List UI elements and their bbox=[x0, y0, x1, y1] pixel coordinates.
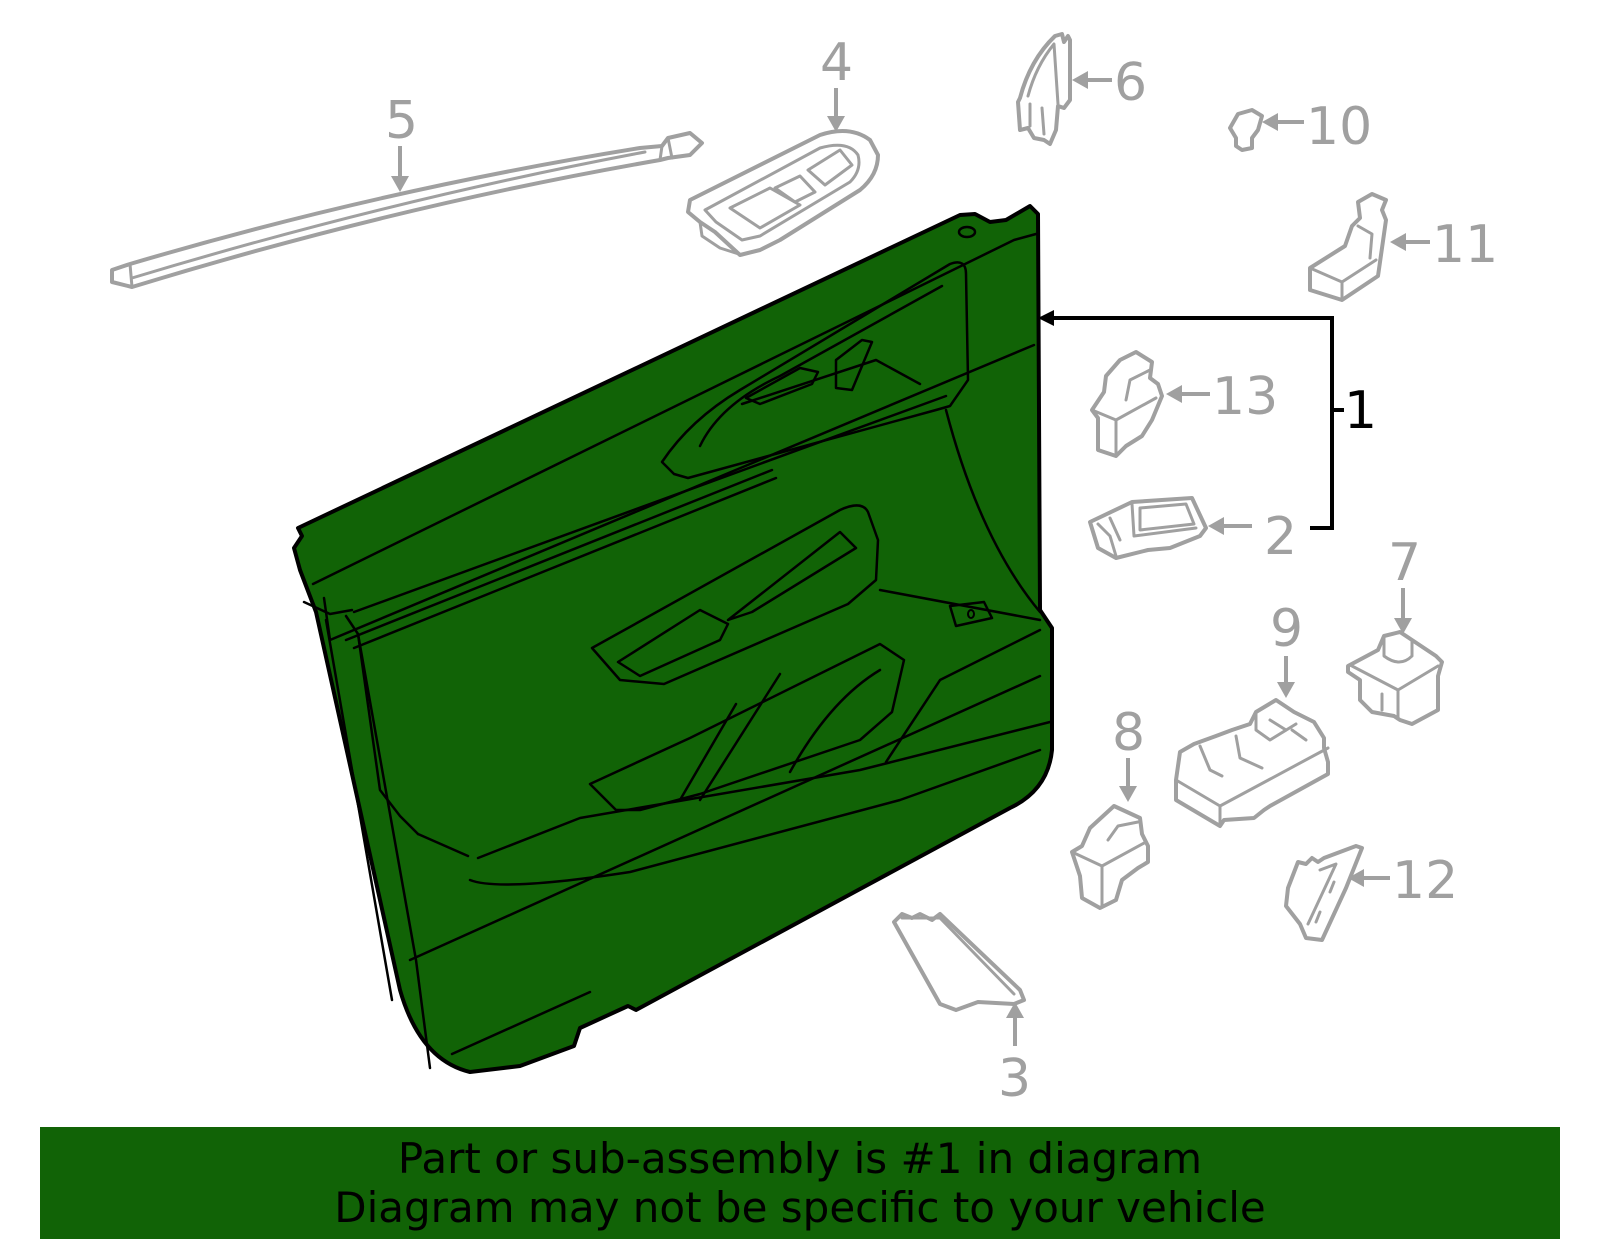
part-5-weatherstrip[interactable] bbox=[110, 131, 704, 289]
notice-banner: Part or sub-assembly is #1 in diagram Di… bbox=[40, 1127, 1560, 1239]
callout-label-12: 12 bbox=[1392, 851, 1458, 911]
callout-13: 13 bbox=[1166, 367, 1278, 427]
banner-line-2: Diagram may not be specific to your vehi… bbox=[334, 1183, 1266, 1232]
callout-11: 11 bbox=[1390, 215, 1498, 275]
part-10-retainer-clip[interactable] bbox=[1228, 108, 1264, 152]
callout-8: 8 bbox=[1112, 703, 1145, 802]
part-9-master-window-switch[interactable] bbox=[1174, 698, 1330, 828]
part-12-reflector-bracket[interactable] bbox=[1284, 844, 1364, 942]
callout-1-bracket: 1 bbox=[1038, 310, 1377, 530]
callout-label-5: 5 bbox=[385, 91, 418, 151]
callout-2: 2 bbox=[1208, 507, 1297, 567]
callout-4: 4 bbox=[820, 33, 853, 132]
part-6-mirror-sail-cover[interactable] bbox=[1016, 32, 1072, 146]
callout-10: 10 bbox=[1262, 97, 1372, 157]
part-1-door-trim-panel[interactable] bbox=[292, 204, 1054, 1074]
callout-12: 12 bbox=[1348, 851, 1458, 911]
part-2-switch-bezel[interactable] bbox=[1088, 496, 1208, 560]
part-3-lower-trim-cover[interactable] bbox=[892, 912, 1026, 1012]
part-11-bracket[interactable] bbox=[1308, 192, 1388, 302]
callout-9: 9 bbox=[1270, 599, 1303, 698]
callout-label-11: 11 bbox=[1432, 215, 1498, 275]
callout-label-9: 9 bbox=[1270, 599, 1303, 659]
part-4-window-switch-bezel[interactable] bbox=[686, 129, 880, 257]
part-13-window-switch[interactable] bbox=[1090, 350, 1164, 458]
callout-label-10: 10 bbox=[1306, 97, 1372, 157]
callout-3: 3 bbox=[998, 1002, 1031, 1109]
part-8-lock-switch[interactable] bbox=[1070, 804, 1150, 910]
callout-label-4: 4 bbox=[820, 33, 853, 93]
callout-label-1: 1 bbox=[1344, 381, 1377, 441]
banner-line-1: Part or sub-assembly is #1 in diagram bbox=[397, 1134, 1203, 1183]
callout-5: 5 bbox=[385, 91, 418, 192]
callout-label-2: 2 bbox=[1264, 507, 1297, 567]
part-7-mirror-switch[interactable] bbox=[1346, 630, 1444, 726]
callout-label-13: 13 bbox=[1212, 367, 1278, 427]
callout-label-7: 7 bbox=[1388, 533, 1421, 593]
callout-label-3: 3 bbox=[998, 1049, 1031, 1109]
callout-label-6: 6 bbox=[1114, 53, 1147, 113]
callout-label-8: 8 bbox=[1112, 703, 1145, 763]
callout-6: 6 bbox=[1072, 53, 1147, 113]
callout-7: 7 bbox=[1388, 533, 1421, 634]
